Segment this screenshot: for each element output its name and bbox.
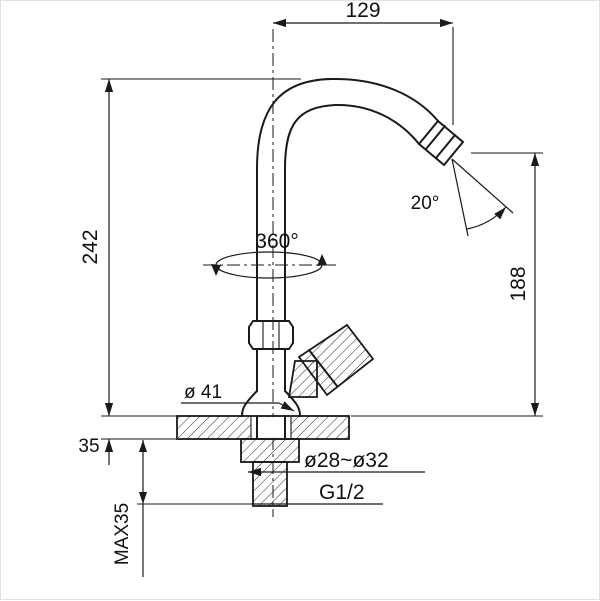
swivel-arrow-right [317, 254, 327, 266]
faucet-body [241, 77, 465, 417]
threaded-shank [252, 461, 288, 507]
thread-spec-label: G1/2 [319, 481, 365, 504]
spout-angle-callout [451, 158, 514, 237]
handle-knob [297, 323, 375, 397]
swivel-angle-label: 360° [255, 230, 298, 253]
dimension-lines [104, 18, 540, 577]
swivel-symbol [211, 251, 327, 279]
deck-thickness-label: 35 [78, 436, 99, 457]
nozzle [417, 119, 465, 167]
dim-total-height-label: 242 [79, 229, 102, 264]
mounting-deck [176, 415, 350, 507]
max35-arrow-up [139, 440, 147, 452]
angle-leg-vertical [451, 158, 469, 237]
nozzle-ring-1 [425, 125, 446, 150]
base-diameter-label: ø 41 [184, 382, 222, 403]
leader-dia41-arrow [278, 401, 295, 412]
handle-seam [308, 349, 338, 387]
swivel-arrow-left [211, 264, 221, 276]
spout-outer-curve [256, 77, 439, 170]
dim-outlet-height-label: 188 [507, 266, 530, 301]
max-mount-thickness-label: MAX35 [112, 503, 133, 565]
nozzle-ring-2 [435, 134, 456, 159]
centerlines [203, 29, 339, 517]
lock-nut [240, 438, 300, 463]
deck-hole [251, 417, 291, 438]
angle-arc [466, 206, 507, 230]
spout-inner-curve [284, 103, 420, 170]
max35-arrow-down [139, 492, 147, 504]
coupling-nut [248, 320, 294, 350]
labels: 129 242 188 360° 20° ø 41 35 MAX35 ø28~ø… [78, 1, 530, 565]
angle-leg-axis [451, 158, 514, 214]
hole-diameter-label: ø28~ø32 [304, 449, 389, 472]
spout-angle-label: 20° [411, 193, 440, 214]
dim-spout-reach-label: 129 [345, 1, 380, 22]
flange-left [241, 390, 258, 417]
